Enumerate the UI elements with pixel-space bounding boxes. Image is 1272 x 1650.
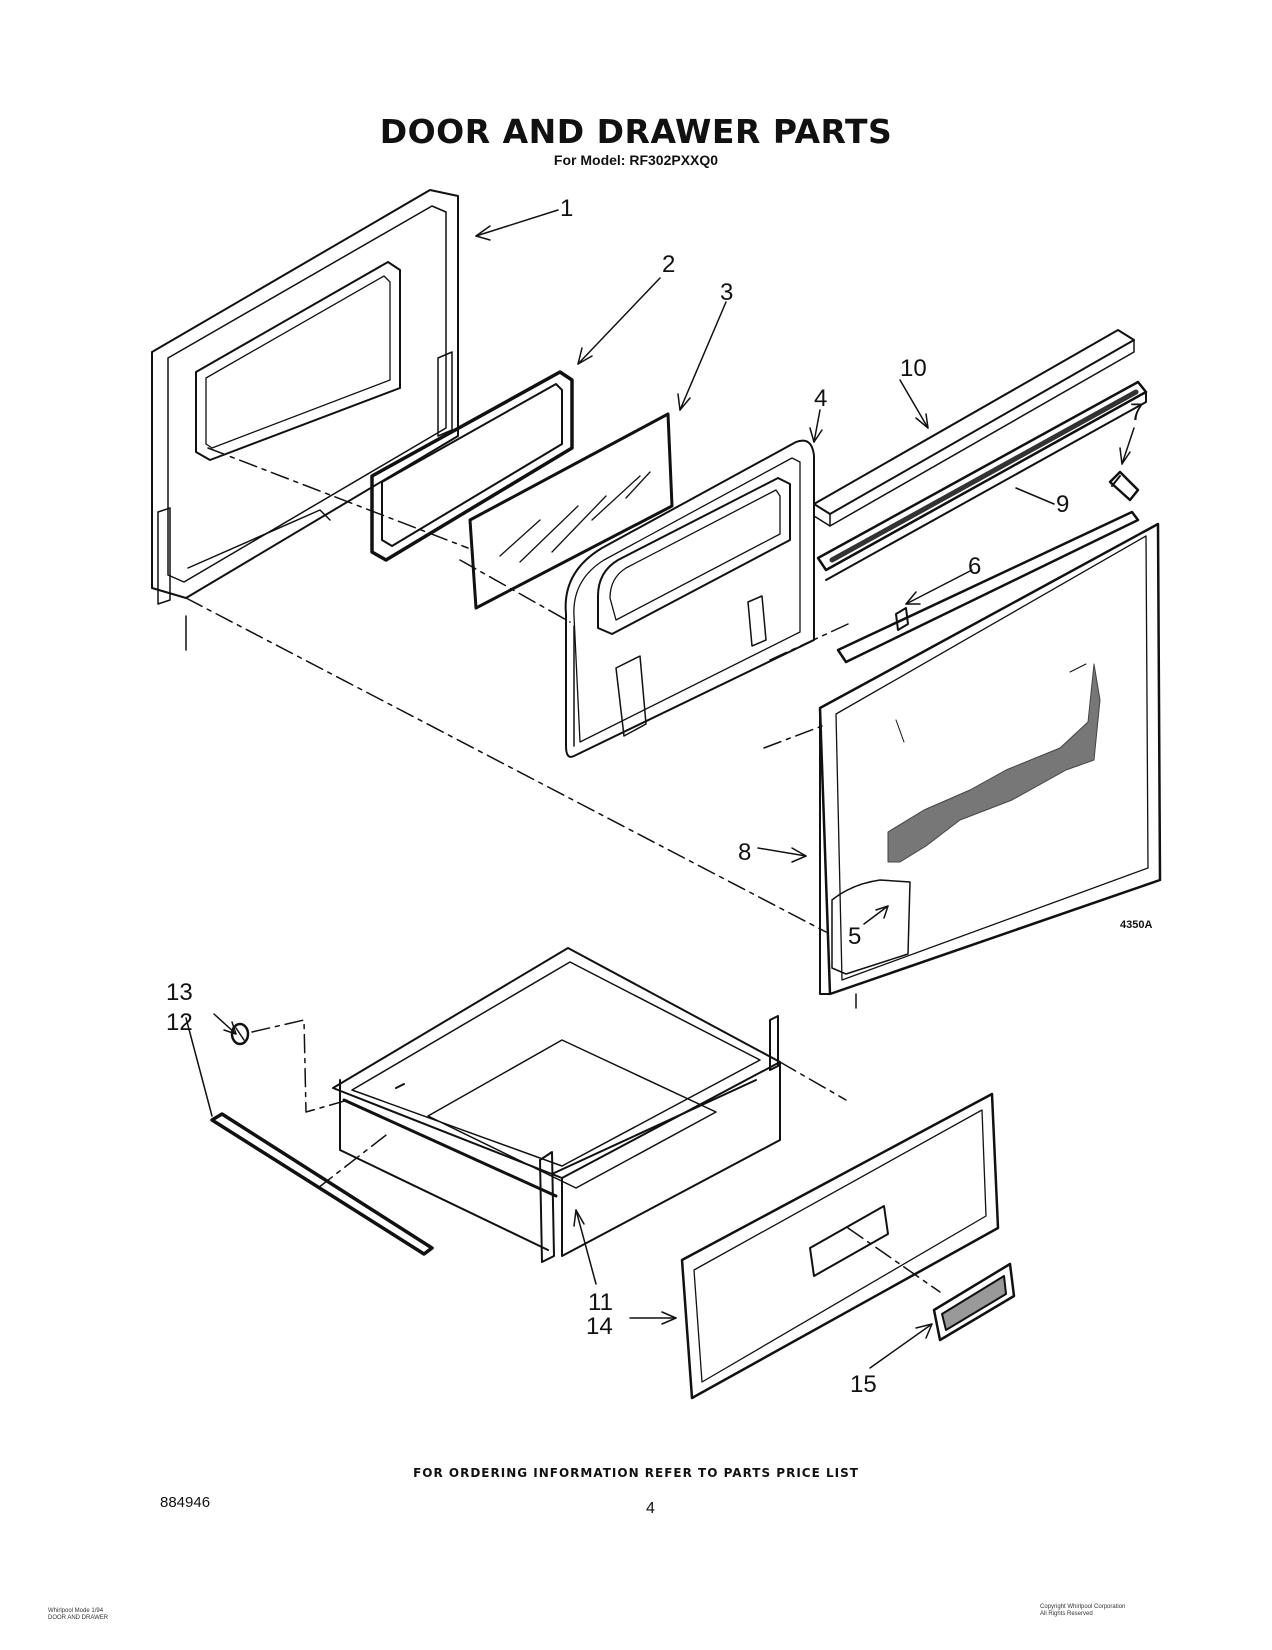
callout-9: 9: [1056, 491, 1069, 518]
stand-lines: [185, 615, 857, 1009]
callout-14: 14: [586, 1313, 613, 1340]
fine-print-left: Whirlpool Mode 1/94 DOOR AND DRAWER: [48, 1608, 108, 1622]
part-10-top-trim: [813, 329, 1135, 527]
page-title: DOOR AND DRAWER PARTS: [379, 112, 893, 151]
fine-print-right: Copyright Whirlpool Corporation All Righ…: [1040, 1604, 1125, 1618]
part-3-glass-pane: [468, 412, 674, 610]
model-subtitle: For Model: RF302PXXQ0: [553, 152, 719, 168]
fine-print-left-line: Whirlpool Mode 1/94: [48, 1608, 104, 1614]
part-2-door-seal: [370, 370, 574, 562]
callout-8: 8: [738, 839, 751, 866]
part-9-vent-strip: [816, 380, 1148, 581]
callout-11: 11: [588, 1289, 613, 1316]
part-4-inner-door-liner: [564, 439, 815, 758]
fine-print-right-line: Copyright Whirlpool Corporation: [1040, 1604, 1126, 1610]
callout-leaders: [185, 209, 1135, 1369]
callout-7: 7: [1130, 399, 1143, 426]
callout-4: 4: [814, 385, 827, 412]
callout-2: 2: [662, 251, 675, 278]
part-7-hinge-bracket: [1108, 470, 1140, 502]
part-6-spacer-bar: [836, 510, 1140, 664]
callout-10: 10: [900, 355, 927, 382]
callout-5: 5: [848, 923, 861, 950]
callout-15: 15: [850, 1371, 877, 1398]
callout-6: 6: [968, 553, 981, 580]
part-14-drawer-front: [680, 1092, 1000, 1400]
part-11-drawer-box: [332, 947, 781, 1263]
document-number: 884946: [160, 1494, 211, 1511]
art-code: 4350A: [1120, 919, 1152, 931]
callout-13: 13: [166, 979, 193, 1006]
callout-3: 3: [720, 279, 733, 306]
alignment-lines: [185, 447, 941, 1293]
part-8-door-front-panel: [818, 522, 1162, 996]
part-1-outer-door: [151, 189, 459, 605]
fine-print-left-line: DOOR AND DRAWER: [48, 1615, 109, 1621]
fine-print-right-line: All Rights Reserved: [1040, 1611, 1093, 1617]
callout-1: 1: [560, 195, 573, 222]
part-15-drawer-handle: [932, 1262, 1016, 1342]
callout-12: 12: [166, 1009, 193, 1036]
callout-labels: 1 2 3 4 5 6 7 8 9 10 11 12 13 14 15 4350…: [166, 195, 1152, 1398]
part-12-drawer-rail: [210, 1112, 434, 1256]
part-13-roller: [230, 1022, 250, 1046]
ordering-note: FOR ORDERING INFORMATION REFER TO PARTS …: [413, 1466, 859, 1480]
page-number: 4: [646, 1500, 655, 1517]
